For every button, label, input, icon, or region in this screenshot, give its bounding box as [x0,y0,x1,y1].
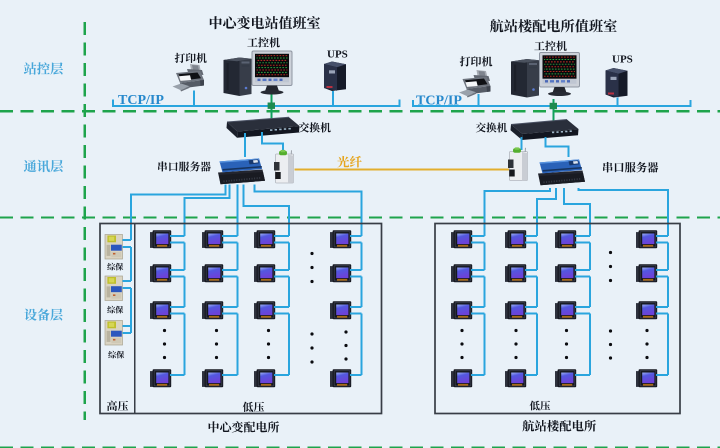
svg-text:TCP/IP: TCP/IP [416,94,462,109]
svg-text:UPS: UPS [612,53,633,65]
svg-text:TCP/IP: TCP/IP [118,93,164,108]
svg-text:UPS: UPS [327,49,348,61]
